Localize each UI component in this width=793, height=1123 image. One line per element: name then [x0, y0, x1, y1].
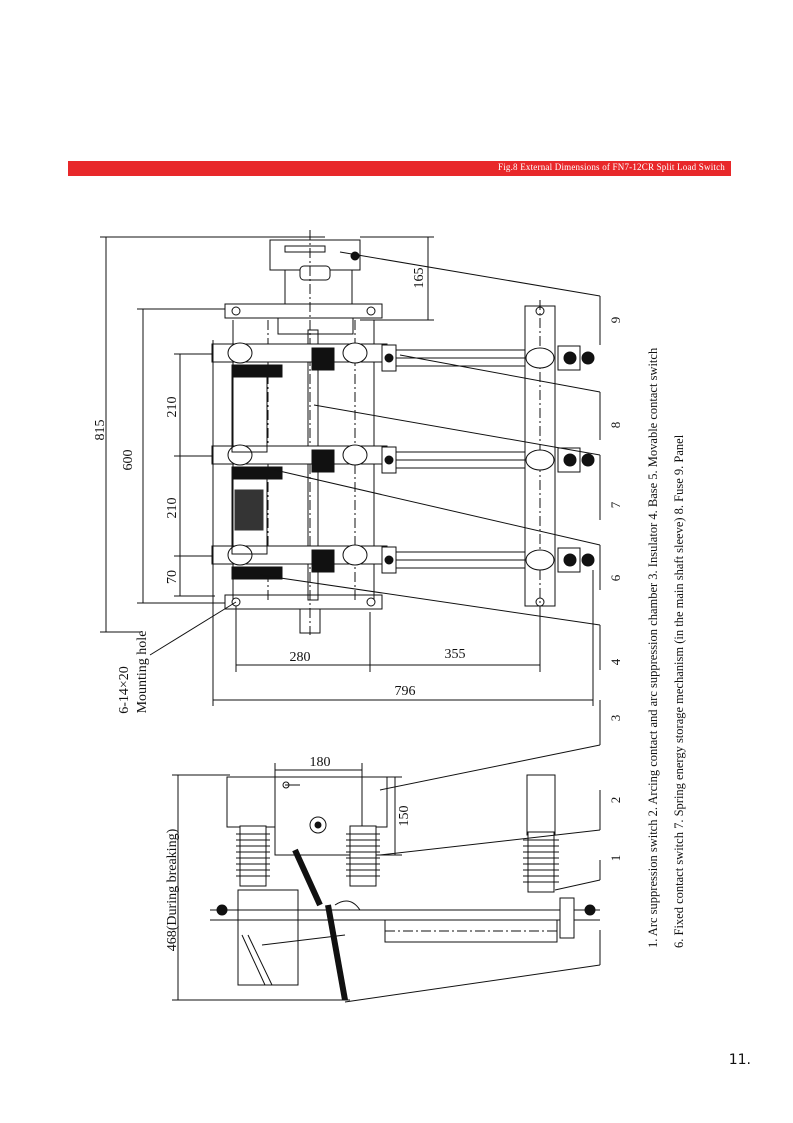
dim-70: 70	[165, 570, 180, 584]
phase-unit-upper	[211, 342, 397, 378]
mounting-spec: 6-14×20	[117, 666, 132, 714]
legend-line-2: 6. Fixed contact switch 7. Spring energy…	[672, 434, 686, 948]
phase-unit-middle	[211, 444, 397, 480]
page-number: 11.	[728, 1052, 751, 1068]
dim-210-lower: 210	[165, 498, 180, 519]
callout-numbers: 9 8 7 6 4 3 2 1	[608, 317, 623, 862]
dim-796: 796	[395, 684, 416, 699]
callout-7: 7	[608, 501, 623, 508]
side-view: 180 150 468(During breaking)	[165, 755, 600, 1001]
top-view: 815 600 210 210 70 165	[93, 230, 595, 714]
callout-2: 2	[608, 797, 623, 804]
callout-3: 3	[608, 715, 623, 722]
callout-6: 6	[608, 574, 623, 581]
legend: 1. Arc suppression switch 2. Arcing cont…	[646, 347, 686, 948]
dim-280: 280	[290, 650, 311, 665]
callout-1: 1	[608, 855, 623, 862]
callout-9: 9	[608, 317, 623, 324]
dim-600: 600	[121, 450, 136, 471]
dim-355: 355	[445, 647, 466, 662]
dim-210-upper: 210	[165, 397, 180, 418]
mounting-label: Mounting hole	[135, 631, 150, 714]
dim-180: 180	[310, 755, 331, 770]
legend-line-1: 1. Arc suppression switch 2. Arcing cont…	[646, 347, 660, 948]
insulator-right	[346, 825, 380, 887]
header-banner: Fig.8 External Dimensions of FN7-12CR Sp…	[68, 161, 731, 176]
phase-unit-lower	[211, 544, 397, 580]
dim-815: 815	[93, 420, 108, 441]
dim-150: 150	[397, 806, 412, 827]
dim-165: 165	[412, 268, 427, 289]
callout-8: 8	[608, 422, 623, 429]
callout-leaders	[259, 251, 601, 1003]
figure-title: Fig.8 External Dimensions of FN7-12CR Sp…	[498, 162, 725, 172]
callout-4: 4	[608, 658, 623, 665]
dim-468: 468(During breaking)	[165, 828, 180, 951]
insulator-left	[236, 825, 270, 887]
insulator-far-right	[523, 774, 559, 893]
